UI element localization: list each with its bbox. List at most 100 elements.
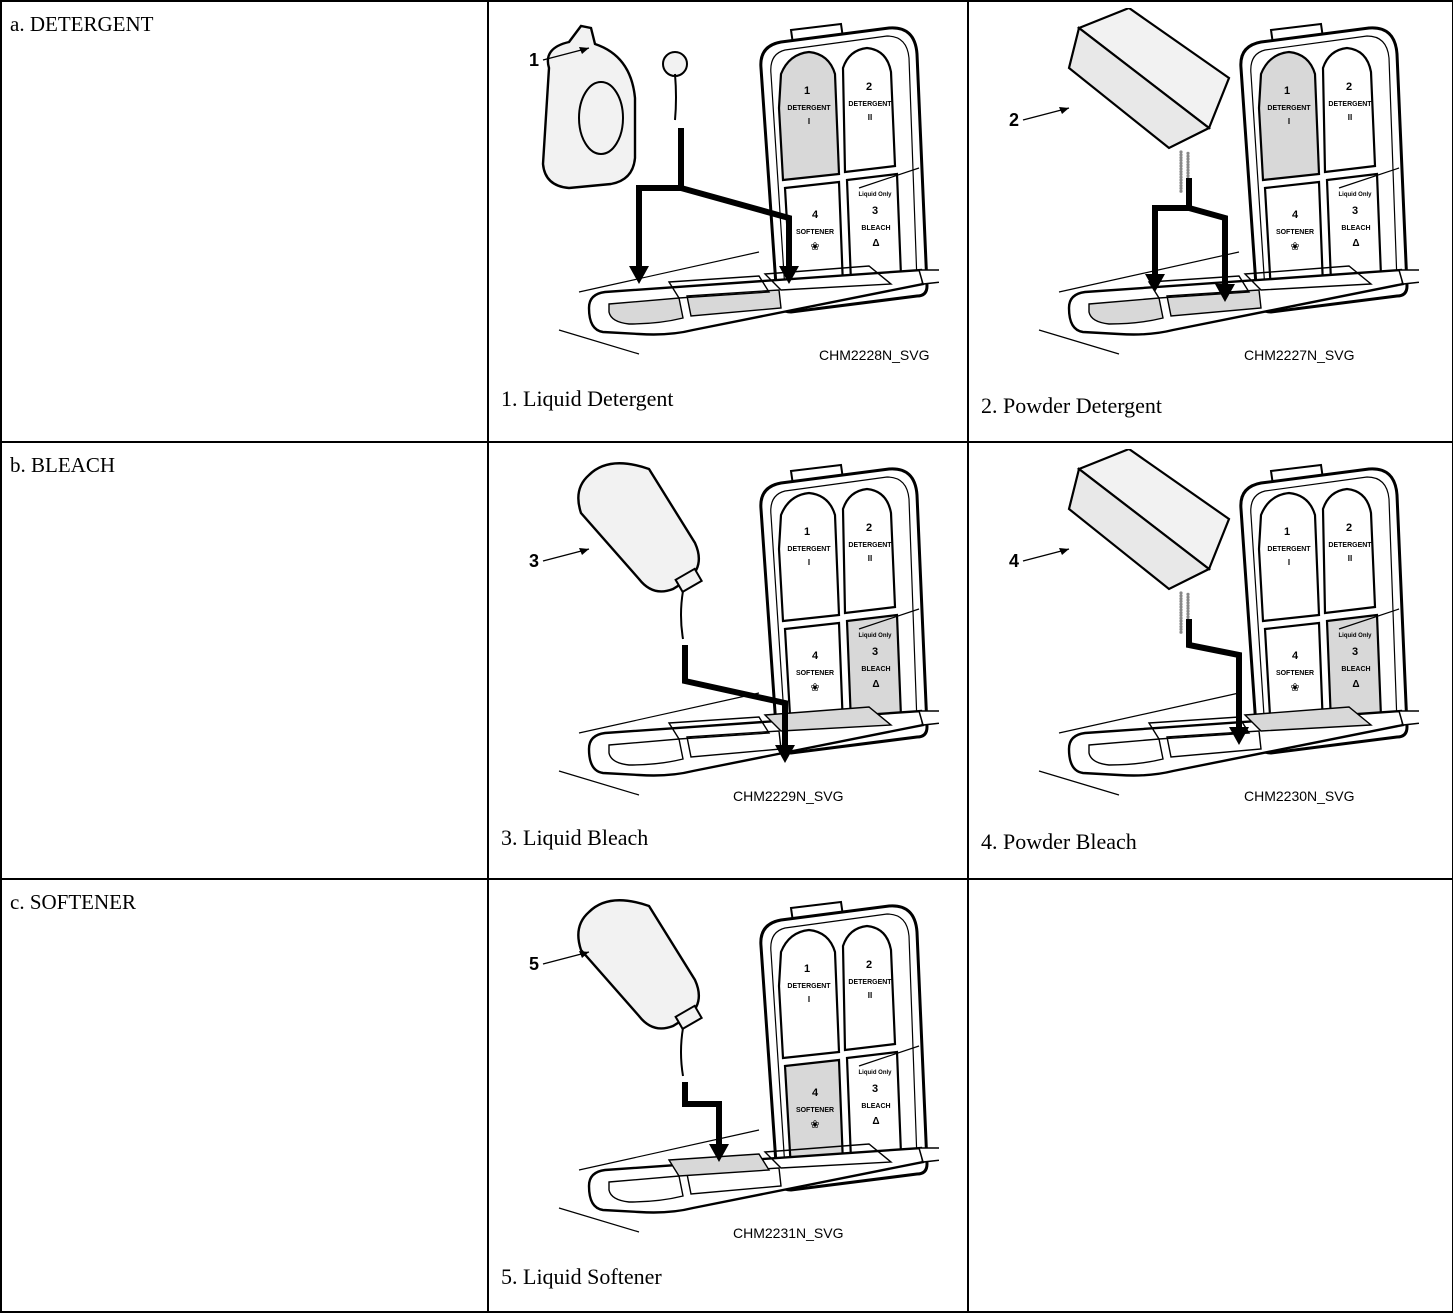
lid-compartment-c1 [779, 52, 839, 180]
pour-arrow-shaft [685, 1082, 719, 1148]
powder-granule [1186, 169, 1189, 172]
powder-granule [1179, 164, 1182, 167]
powder-granule [1179, 153, 1182, 156]
figure-caption: 3. Liquid Bleach [501, 825, 648, 851]
compartment-label: SOFTENER [796, 670, 834, 677]
row-detergent: a. DETERGENT 1DETERGENTI2DETERGENTII4SOF… [1, 1, 1453, 442]
compartment-number: 4 [812, 1087, 819, 1099]
compartment-label: BLEACH [861, 1103, 890, 1110]
figure-liquid-bleach: 1DETERGENTI2DETERGENTII4SOFTENER❀Liquid … [519, 449, 939, 809]
detergent-cup-icon: II [1348, 113, 1352, 122]
callout-number: 3 [529, 551, 539, 571]
pour-stream [681, 591, 683, 639]
tray-flange [919, 270, 939, 284]
compartment-label: DETERGENT [787, 983, 831, 990]
figure-code: CHM2230N_SVG [1244, 788, 1355, 804]
detergent-cup-icon: II [868, 554, 872, 563]
figure-code: CHM2228N_SVG [819, 347, 930, 363]
callout-arrowhead [1059, 548, 1069, 555]
tray-flange [1399, 711, 1419, 725]
lid-compartment-c1 [779, 493, 839, 621]
compartment-label: DETERGENT [1267, 105, 1311, 112]
powder-granule [1179, 170, 1182, 173]
powder-granule [1179, 619, 1182, 622]
lid-compartment-c2 [1323, 489, 1375, 613]
powder-granule [1179, 159, 1182, 162]
lid-compartment-c2 [1323, 48, 1375, 172]
detergent-cup-icon: I [1288, 117, 1290, 126]
powder-granule [1179, 605, 1182, 608]
bleach-triangle-icon: Δ [872, 238, 879, 249]
callout-number: 5 [529, 954, 539, 974]
section-label: c. SOFTENER [10, 890, 136, 915]
compartment-number: 1 [804, 526, 810, 538]
bleach-triangle-icon: Δ [872, 1116, 879, 1127]
powder-granule [1179, 591, 1182, 594]
figure-liquid-softener: 1DETERGENTI2DETERGENTII4SOFTENER❀Liquid … [519, 886, 939, 1246]
powder-granule [1179, 187, 1182, 190]
compartment-number: 3 [872, 646, 878, 658]
tray-flange [919, 1148, 939, 1162]
powder-granule [1179, 162, 1182, 165]
compartment-label: DETERGENT [1328, 101, 1372, 108]
compartment-label: Liquid Only [859, 192, 893, 198]
compartment-number: 3 [872, 1083, 878, 1095]
compartment-label: SOFTENER [796, 229, 834, 236]
compartment-label: Liquid Only [1339, 633, 1373, 639]
bottle-cap-icon [663, 52, 687, 76]
powder-granule [1179, 600, 1182, 603]
powder-granule [1186, 152, 1189, 155]
powder-granule [1179, 173, 1182, 176]
compartment-number: 2 [1346, 81, 1352, 93]
section-cell-detergent: a. DETERGENT [1, 1, 488, 442]
pour-stream [681, 1028, 683, 1076]
lid-compartment-c1 [779, 930, 839, 1058]
compartment-label: SOFTENER [796, 1107, 834, 1114]
liquid-softener-bottle-icon [578, 900, 699, 1028]
detergent-cup-icon: II [868, 991, 872, 1000]
compartment-label: BLEACH [861, 225, 890, 232]
lid-compartment-c2 [843, 48, 895, 172]
compartment-number: 4 [812, 209, 819, 221]
powder-granule [1186, 598, 1189, 601]
compartment-number: 2 [866, 522, 872, 534]
powder-granule [1179, 156, 1182, 159]
powder-granule [1179, 622, 1182, 625]
pour-stream [675, 74, 676, 120]
powder-granule [1179, 631, 1182, 634]
liquid-bleach-bottle-icon [578, 463, 699, 591]
section-label: b. BLEACH [10, 453, 115, 478]
compartment-label: Liquid Only [859, 1070, 893, 1076]
compartment-label: DETERGENT [787, 105, 831, 112]
powder-granule [1179, 167, 1182, 170]
powder-granule [1186, 166, 1189, 169]
tray-flange [919, 711, 939, 725]
tray-flange [1399, 270, 1419, 284]
powder-granule [1186, 593, 1189, 596]
callout-number: 4 [1009, 551, 1019, 571]
detergent-cup-icon: II [1348, 554, 1352, 563]
bleach-triangle-icon: Δ [1352, 679, 1359, 690]
powder-granule [1186, 610, 1189, 613]
figure-liquid-detergent: 1DETERGENTI2DETERGENTII4SOFTENER❀Liquid … [519, 8, 939, 368]
softener-flower-icon: ❀ [810, 682, 819, 694]
compartment-label: SOFTENER [1276, 670, 1314, 677]
lid-compartment-c2 [843, 926, 895, 1050]
compartment-number: 4 [812, 650, 819, 662]
powder-granule [1179, 150, 1182, 153]
bleach-triangle-icon: Δ [872, 679, 879, 690]
pour-arrow-head [629, 266, 649, 284]
figure-caption: 5. Liquid Softener [501, 1264, 662, 1290]
figure-caption: 1. Liquid Detergent [501, 386, 674, 412]
callout-arrowhead [1059, 107, 1069, 114]
figure-code: CHM2231N_SVG [733, 1225, 844, 1241]
compartment-number: 1 [1284, 526, 1290, 538]
section-cell-softener: c. SOFTENER [1, 879, 488, 1312]
powder-granule [1186, 615, 1189, 618]
powder-granule [1179, 625, 1182, 628]
powder-granule [1179, 178, 1182, 181]
powder-granule [1179, 617, 1182, 620]
powder-granule [1179, 628, 1182, 631]
